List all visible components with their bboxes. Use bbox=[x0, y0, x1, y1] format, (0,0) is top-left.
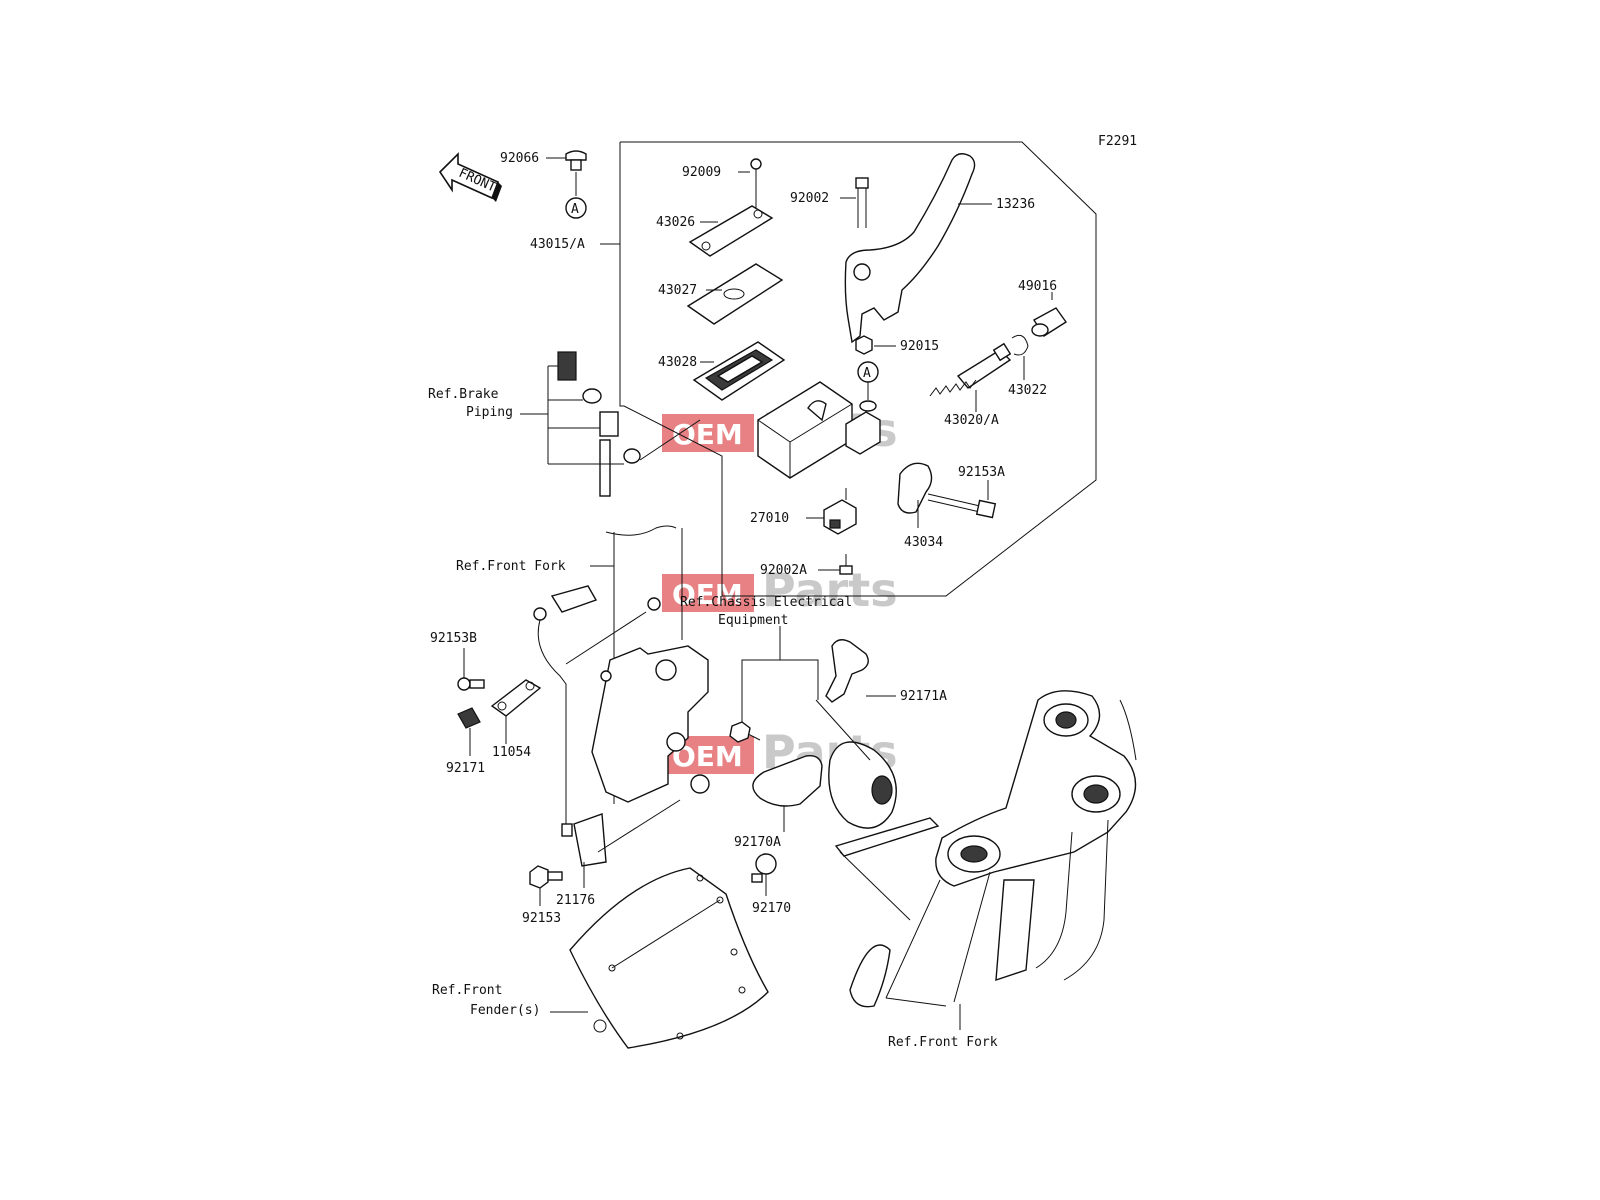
brake-piping-parts bbox=[520, 351, 701, 497]
label-21176: 21176 bbox=[556, 893, 595, 908]
part-92153 bbox=[529, 865, 563, 906]
part-92009 bbox=[738, 158, 762, 210]
label-92153a: 92153A bbox=[958, 465, 1005, 480]
circle-ref-a-top: A bbox=[565, 197, 587, 219]
ref-front-fender-2: Fender(s) bbox=[470, 1003, 540, 1018]
master-cylinder-body bbox=[757, 381, 881, 479]
label-92153b: 92153B bbox=[430, 631, 477, 646]
label-92171: 92171 bbox=[446, 761, 485, 776]
part-92015 bbox=[855, 335, 896, 355]
label-92002: 92002 bbox=[790, 191, 829, 206]
label-11054: 11054 bbox=[492, 745, 531, 760]
part-43027 bbox=[686, 263, 784, 325]
label-13236: 13236 bbox=[996, 197, 1035, 212]
part-92170 bbox=[751, 853, 777, 896]
label-92015: 92015 bbox=[900, 339, 939, 354]
front-fork-right bbox=[849, 690, 1137, 1030]
label-92170a: 92170A bbox=[734, 835, 781, 850]
watermark-2: OEM Parts bbox=[662, 563, 898, 617]
label-92171a: 92171A bbox=[900, 689, 947, 704]
part-27010 bbox=[806, 488, 857, 535]
part-92171a bbox=[825, 639, 896, 703]
label-27010: 27010 bbox=[750, 511, 789, 526]
front-fork-left bbox=[591, 525, 710, 804]
label-92066: 92066 bbox=[500, 151, 539, 166]
front-fender bbox=[550, 867, 769, 1049]
label-43027: 43027 bbox=[658, 283, 697, 298]
svg-text:A: A bbox=[571, 202, 579, 217]
part-92153b bbox=[457, 648, 485, 691]
part-43034 bbox=[897, 462, 933, 528]
label-43022: 43022 bbox=[1008, 383, 1047, 398]
part-92171 bbox=[457, 707, 481, 756]
circle-ref-a-body: A bbox=[857, 361, 879, 400]
label-43015a: 43015/A bbox=[530, 237, 585, 252]
figure-code: F2291 bbox=[1098, 134, 1137, 149]
label-92170: 92170 bbox=[752, 901, 791, 916]
svg-text:OEM: OEM bbox=[672, 418, 743, 451]
part-bolt-horn bbox=[729, 721, 761, 743]
part-92002 bbox=[840, 177, 869, 228]
svg-text:Parts: Parts bbox=[762, 563, 898, 617]
part-horn bbox=[815, 699, 940, 921]
svg-text:A: A bbox=[863, 366, 871, 381]
label-43026: 43026 bbox=[656, 215, 695, 230]
label-49016: 49016 bbox=[1018, 279, 1057, 294]
ref-brake-piping-2: Piping bbox=[466, 405, 513, 420]
svg-text:OEM: OEM bbox=[672, 578, 743, 611]
part-13236 bbox=[844, 153, 992, 344]
part-43026 bbox=[688, 205, 774, 257]
label-92153: 92153 bbox=[522, 911, 561, 926]
ref-front-fork-top: Ref.Front Fork bbox=[456, 559, 566, 574]
label-43028: 43028 bbox=[658, 355, 697, 370]
part-11054 bbox=[490, 679, 542, 744]
part-43028 bbox=[692, 341, 786, 401]
part-92170a bbox=[752, 755, 823, 832]
part-92066 bbox=[546, 150, 587, 196]
part-43022 bbox=[1011, 334, 1029, 380]
ref-brake-piping-1: Ref.Brake bbox=[428, 387, 499, 402]
label-92009: 92009 bbox=[682, 165, 721, 180]
ref-chassis-2: Equipment bbox=[718, 613, 788, 628]
part-49016 bbox=[1031, 292, 1067, 337]
part-92153a bbox=[927, 480, 997, 519]
assembly-bracket bbox=[619, 141, 1097, 597]
front-arrow-icon: FRONT bbox=[438, 152, 502, 202]
ref-front-fender-1: Ref.Front bbox=[432, 983, 502, 998]
part-sensor-wiring bbox=[533, 585, 681, 867]
part-92002a bbox=[818, 554, 853, 575]
label-92002a: 92002A bbox=[760, 563, 807, 578]
part-43020a bbox=[929, 342, 1012, 412]
label-43020a: 43020/A bbox=[944, 413, 999, 428]
chassis-ref-bracket bbox=[741, 626, 819, 722]
ref-front-fork-bottom: Ref.Front Fork bbox=[888, 1035, 998, 1050]
ref-chassis-1: Ref.Chassis Electrical bbox=[680, 595, 852, 610]
label-43034: 43034 bbox=[904, 535, 943, 550]
